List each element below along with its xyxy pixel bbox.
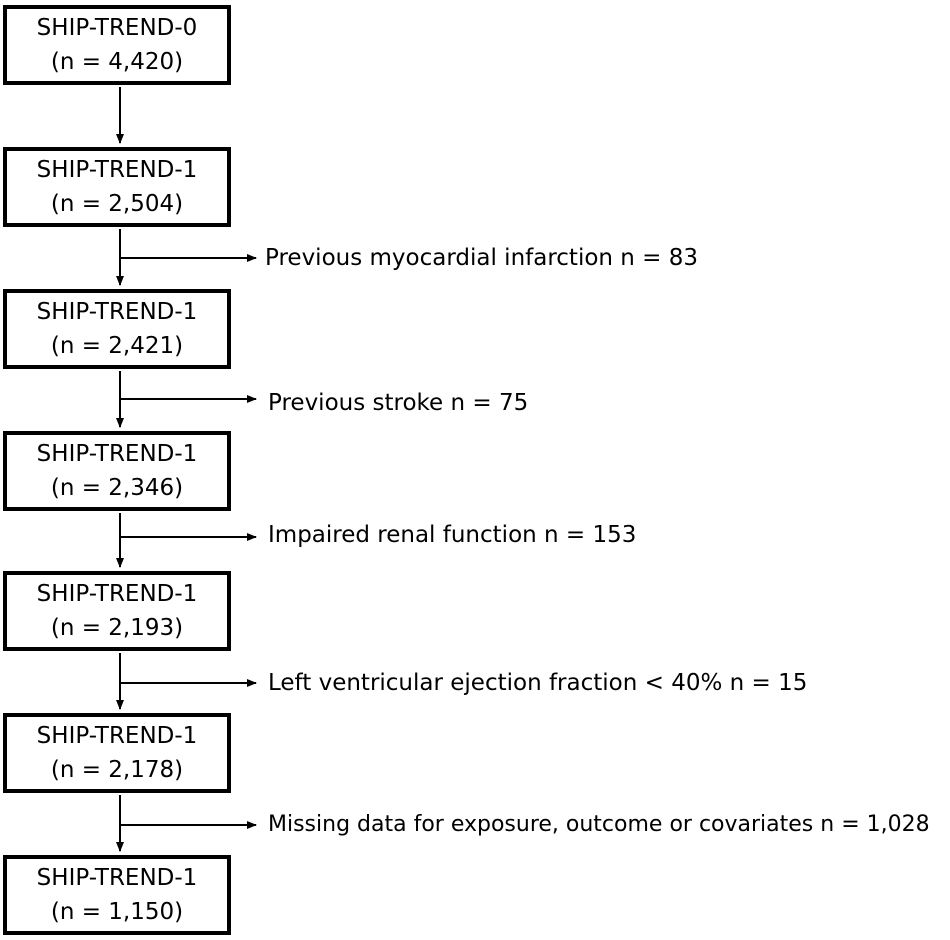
- cohort-count: (n = 2,421): [50, 333, 184, 359]
- cohort-count: (n = 2,504): [50, 191, 184, 217]
- cohort-title: SHIP-TREND-1: [36, 581, 198, 607]
- cohort-title: SHIP-TREND-0: [36, 15, 198, 41]
- cohort-count: (n = 4,420): [50, 49, 184, 75]
- cohort-box-step-3: SHIP-TREND-1 (n = 2,346): [3, 431, 231, 511]
- cohort-title: SHIP-TREND-1: [36, 157, 198, 183]
- cohort-count: (n = 1,150): [50, 899, 184, 925]
- cohort-title: SHIP-TREND-1: [36, 441, 198, 467]
- cohort-title: SHIP-TREND-1: [36, 723, 198, 749]
- cohort-box-step-4: SHIP-TREND-1 (n = 2,193): [3, 571, 231, 651]
- exclusion-label-renal-function: Impaired renal function n = 153: [268, 522, 637, 548]
- cohort-box-step-2: SHIP-TREND-1 (n = 2,421): [3, 289, 231, 369]
- cohort-count: (n = 2,193): [50, 615, 184, 641]
- cohort-box-final: SHIP-TREND-1 (n = 1,150): [3, 855, 231, 935]
- cohort-title: SHIP-TREND-1: [36, 865, 198, 891]
- cohort-title: SHIP-TREND-1: [36, 299, 198, 325]
- cohort-count: (n = 2,178): [50, 757, 184, 783]
- exclusion-label-myocardial-infarction: Previous myocardial infarction n = 83: [265, 245, 699, 271]
- exclusion-label-ejection-fraction: Left ventricular ejection fraction < 40%…: [268, 670, 808, 696]
- exclusion-label-stroke: Previous stroke n = 75: [268, 390, 529, 416]
- cohort-count: (n = 2,346): [50, 475, 184, 501]
- cohort-box-step-1: SHIP-TREND-1 (n = 2,504): [3, 147, 231, 227]
- exclusion-label-missing-data: Missing data for exposure, outcome or co…: [268, 812, 930, 837]
- cohort-box-step-5: SHIP-TREND-1 (n = 2,178): [3, 713, 231, 793]
- cohort-box-ship-trend-0: SHIP-TREND-0 (n = 4,420): [3, 5, 231, 85]
